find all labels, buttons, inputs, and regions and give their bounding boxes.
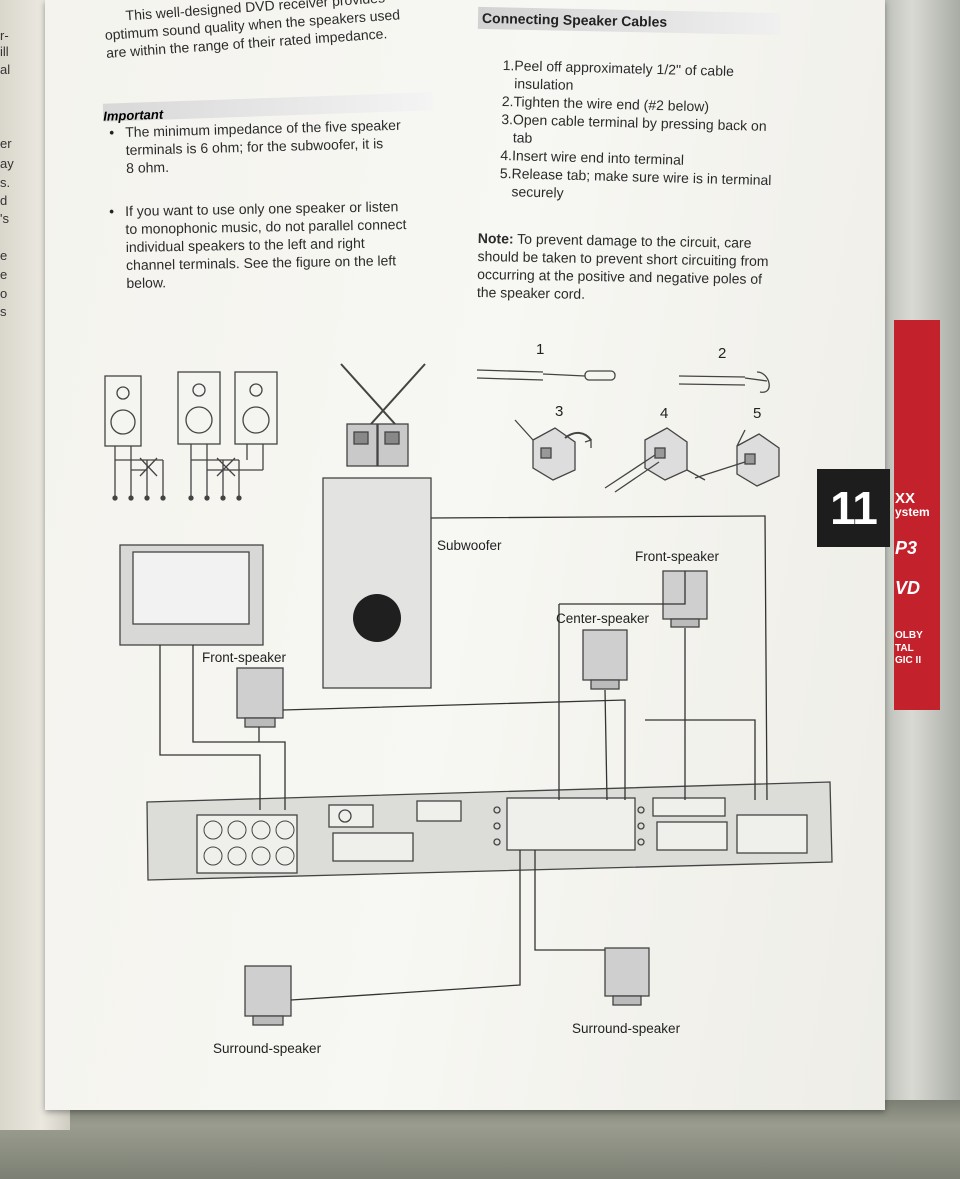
crossed-out-terminals-icon (340, 363, 426, 467)
front-left-speaker-icon (236, 667, 284, 728)
page-number-tab: 11 (817, 469, 890, 547)
step-number: 2 (718, 345, 727, 362)
surround-right-speaker-icon (604, 947, 650, 1006)
terminal-step3-icon (514, 419, 592, 481)
prev-page-text: al (0, 62, 11, 77)
cable-step1-icon (476, 369, 616, 381)
prev-page-text: r- (0, 28, 9, 43)
cable-step2-icon (678, 371, 770, 393)
tv-icon (119, 544, 264, 646)
prev-page-text: e (0, 248, 8, 263)
center-speaker-icon (582, 629, 628, 690)
prev-page-text: d (0, 193, 8, 208)
surround-left-speaker-icon (244, 965, 292, 1026)
booklet-text: ystem (895, 505, 930, 519)
step-number: 3 (555, 403, 564, 420)
surround-left-speaker-label: Surround-speaker (213, 1041, 322, 1056)
booklet-text: OLBY (895, 630, 923, 641)
front-right-speaker-label: Front-speaker (635, 549, 720, 564)
subwoofer-icon (322, 477, 432, 689)
red-booklet (894, 320, 940, 710)
step-number: 4 (660, 405, 669, 422)
terminal-step5-icon (694, 429, 780, 487)
center-speaker-label: Center-speaker (556, 611, 650, 626)
prev-page-text: er (0, 136, 12, 151)
receiver-back-panel (146, 781, 833, 881)
prev-page-text: o (0, 286, 8, 301)
step-number: 5 (753, 405, 762, 422)
terminal-step4-icon (604, 427, 706, 493)
front-left-speaker-label: Front-speaker (202, 650, 287, 665)
booklet-text: VD (895, 578, 921, 598)
prev-page-text: e (0, 267, 8, 282)
booklet-text: TAL (895, 643, 914, 654)
prev-page-text: 's (0, 211, 9, 226)
prev-page-text: s (0, 304, 7, 319)
speaker-wires (159, 515, 768, 1001)
booklet-text: P3 (895, 538, 918, 558)
prev-page-text: ill (0, 44, 9, 59)
prev-page-text: s. (0, 175, 11, 190)
connection-diagram (104, 363, 833, 1026)
manual-page: This well-designed DVD receiver provides… (45, 0, 885, 1110)
prev-page-text: ay (0, 156, 14, 171)
subwoofer-label: Subwoofer (437, 538, 502, 553)
mono-wiring-diagram (104, 371, 278, 501)
booklet-text: XX (895, 490, 916, 507)
surround-right-speaker-label: Surround-speaker (572, 1021, 681, 1036)
step-number: 1 (536, 341, 545, 358)
booklet-text: GIC II (895, 655, 922, 666)
